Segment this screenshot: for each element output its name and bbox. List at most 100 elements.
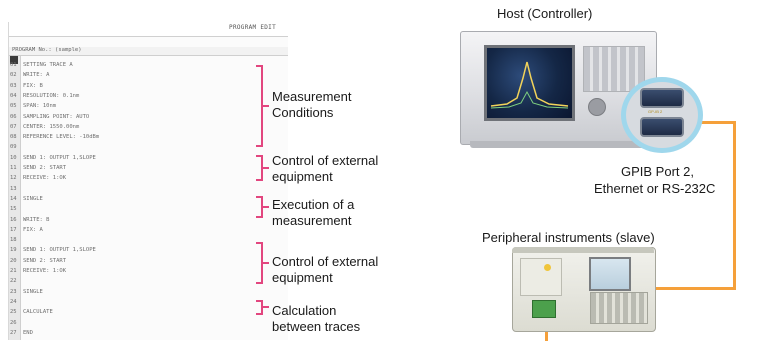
slave-keypad (590, 292, 648, 324)
label-line: equipment (272, 270, 333, 285)
rs232-connector-icon (640, 117, 684, 137)
code-line: WRITE: A (23, 72, 50, 79)
line-number-gutter (9, 56, 21, 340)
cable-horizontal-top (690, 121, 736, 124)
line-number: 12 (10, 175, 17, 182)
line-number: 23 (10, 288, 17, 295)
slave-top-bar (512, 247, 654, 253)
label-line: Calculation (272, 303, 337, 318)
cable-horizontal-bottom (650, 287, 736, 290)
label-line: equipment (272, 169, 333, 184)
line-number: 11 (10, 165, 17, 171)
spectrum-trace-icon (490, 61, 569, 109)
bracket-execution (256, 196, 263, 218)
stem-execution (263, 206, 269, 208)
line-number: 17 (10, 226, 17, 233)
code-line: SETTING TRACE A (23, 62, 73, 68)
line-number: 10 (10, 154, 17, 161)
host-keypad (583, 46, 645, 92)
slave-display (589, 257, 631, 291)
line-number: 02 (10, 72, 17, 79)
line-number: 13 (10, 185, 17, 192)
editor-subtitle: PROGRAM No.: (sample) (12, 47, 82, 53)
code-line: RECEIVE: 1:OK (23, 175, 67, 182)
bracket-control-external-1 (256, 155, 263, 181)
host-knob (588, 98, 606, 116)
code-line: REFERENCE LEVEL: -10dBm (23, 134, 100, 141)
editor-title: PROGRAM EDIT (229, 24, 276, 31)
code-line: SEND 1: OUTPUT 1,SLOPE (23, 247, 96, 254)
slave-left-panel (520, 258, 562, 296)
stem-control-external-2 (263, 262, 269, 264)
code-line: SINGLE (23, 288, 43, 295)
program-editor-screenshot: PROGRAM EDIT PROGRAM No.: (sample) SETTI… (8, 22, 288, 340)
bracket-control-external-2 (256, 242, 263, 284)
code-line: SEND 2: START (23, 257, 67, 264)
slave-caption: Peripheral instruments (slave) (482, 230, 655, 245)
port-caption-line1: GPIB Port 2, (621, 164, 694, 179)
slave-output-port (532, 300, 556, 318)
label-line: Execution of a (272, 197, 355, 212)
code-line: RESOLUTION: 0.1nm (23, 92, 80, 99)
label-control-external-2: Control of external equipment (272, 254, 378, 286)
label-line: Control of external (272, 254, 379, 269)
line-number: 25 (10, 309, 17, 316)
code-line: SAMPLING POINT: AUTO (23, 113, 90, 120)
label-line: between traces (272, 319, 361, 334)
code-line: CALCULATE (23, 309, 53, 316)
label-line: Control of external (272, 153, 379, 168)
connector-label: GP-IB 2 (648, 109, 663, 114)
label-line: Conditions (272, 105, 334, 120)
line-number: 01 (10, 62, 17, 68)
stem-measurement-conditions (263, 105, 269, 107)
host-caption: Host (Controller) (497, 6, 593, 21)
code-line: FIX: B (23, 82, 43, 89)
code-line: END (23, 329, 33, 336)
line-number: 06 (10, 113, 17, 120)
line-number: 27 (10, 329, 17, 336)
label-control-external-1: Control of external equipment (272, 153, 378, 185)
cable-vertical-right (733, 121, 736, 290)
slave-indicator-icon (544, 264, 551, 271)
host-display (484, 45, 575, 121)
code-line: CENTER: 1550.00nm (23, 123, 80, 130)
stem-control-external-1 (263, 167, 269, 169)
label-line: measurement (272, 213, 352, 228)
stem-calculation (263, 306, 269, 308)
line-number: 19 (10, 247, 17, 254)
line-number: 15 (10, 206, 17, 213)
editor-subheader: PROGRAM No.: (sample) (9, 47, 288, 56)
code-line: RECEIVE: 1:OK (23, 268, 67, 274)
line-number: 24 (10, 298, 17, 305)
line-number: 04 (10, 92, 17, 99)
code-line: SEND 1: OUTPUT 1,SLOPE (23, 154, 96, 161)
bracket-measurement-conditions (256, 65, 263, 147)
label-calculation: Calculation between traces (272, 303, 360, 335)
line-number: 09 (10, 144, 17, 151)
editor-title-bar: PROGRAM EDIT (9, 22, 288, 37)
line-number: 26 (10, 319, 17, 326)
line-number: 14 (10, 195, 17, 202)
code-line: WRITE: B (23, 216, 50, 223)
code-line: SEND 2: START (23, 165, 67, 171)
line-number: 07 (10, 123, 17, 130)
line-number: 03 (10, 82, 17, 89)
label-line: Measurement (272, 89, 352, 104)
line-number: 16 (10, 216, 17, 223)
bracket-calculation (256, 300, 263, 315)
code-line: SPAN: 10nm (23, 103, 57, 110)
gpib-connector-icon (640, 88, 684, 108)
line-number: 21 (10, 268, 17, 274)
line-number: 18 (10, 237, 17, 244)
line-number: 05 (10, 103, 17, 110)
host-base (470, 141, 646, 148)
label-execution: Execution of a measurement (272, 197, 354, 229)
line-number: 22 (10, 278, 17, 285)
label-measurement-conditions: Measurement Conditions (272, 89, 351, 121)
code-line: SINGLE (23, 195, 43, 202)
port-caption-line2: Ethernet or RS-232C (594, 181, 716, 196)
line-number: 08 (10, 134, 17, 141)
cursor-block (10, 56, 18, 64)
line-number: 20 (10, 257, 17, 264)
code-line: FIX: A (23, 226, 43, 233)
